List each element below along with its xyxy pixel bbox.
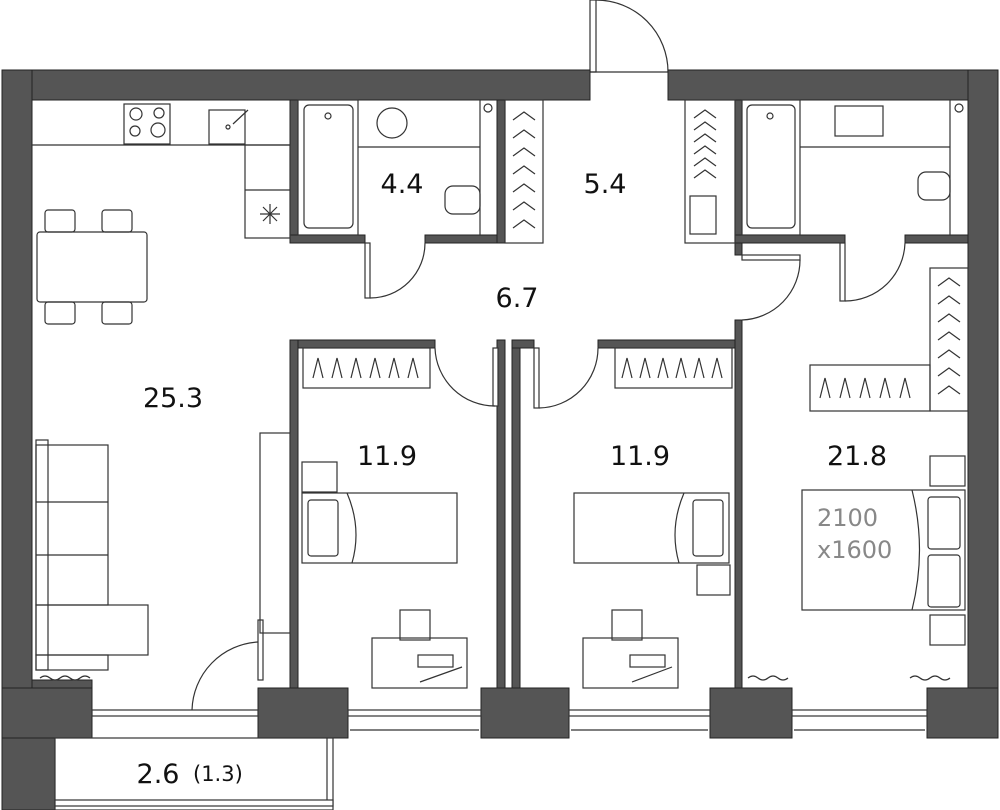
interior-doors[interactable] (191, 242, 906, 711)
master-bedroom: 21.8 2100 x1600 (747, 267, 969, 681)
bedroom-1-area: 11.9 (357, 441, 417, 472)
entrance-door[interactable] (589, 0, 669, 73)
bedroom-2: 11.9 (573, 347, 733, 689)
windows (91, 709, 928, 731)
sink-icon (208, 109, 249, 145)
tv-cabinet (259, 432, 291, 634)
kitchen-living-area: 25.3 (143, 383, 203, 414)
balcony-reduced-area: (1.3) (193, 762, 243, 786)
radiator-icon (39, 675, 91, 681)
balcony: 2.6 (1.3) (54, 737, 334, 810)
bathroom-2 (741, 99, 964, 236)
kitchen-furniture: 25.3 (32, 103, 291, 681)
master-bedroom-area: 21.8 (827, 441, 887, 472)
wardrobe-hall: 5.4 6.7 (496, 99, 736, 314)
hall-area: 6.7 (496, 283, 539, 314)
interior-walls (31, 99, 969, 689)
bedroom-1: 11.9 (301, 347, 468, 689)
bathroom-1: 4.4 (297, 99, 493, 236)
dining-table (36, 209, 148, 325)
bed-width: x1600 (817, 536, 892, 564)
wardrobe-hall-area: 5.4 (584, 169, 627, 200)
sofa (35, 439, 149, 671)
balcony-area: 2.6 (137, 759, 180, 790)
bathroom-1-area: 4.4 (381, 169, 424, 200)
cooktop-icon (123, 103, 171, 145)
bed-length: 2100 (817, 504, 878, 532)
bedroom-2-area: 11.9 (610, 441, 670, 472)
